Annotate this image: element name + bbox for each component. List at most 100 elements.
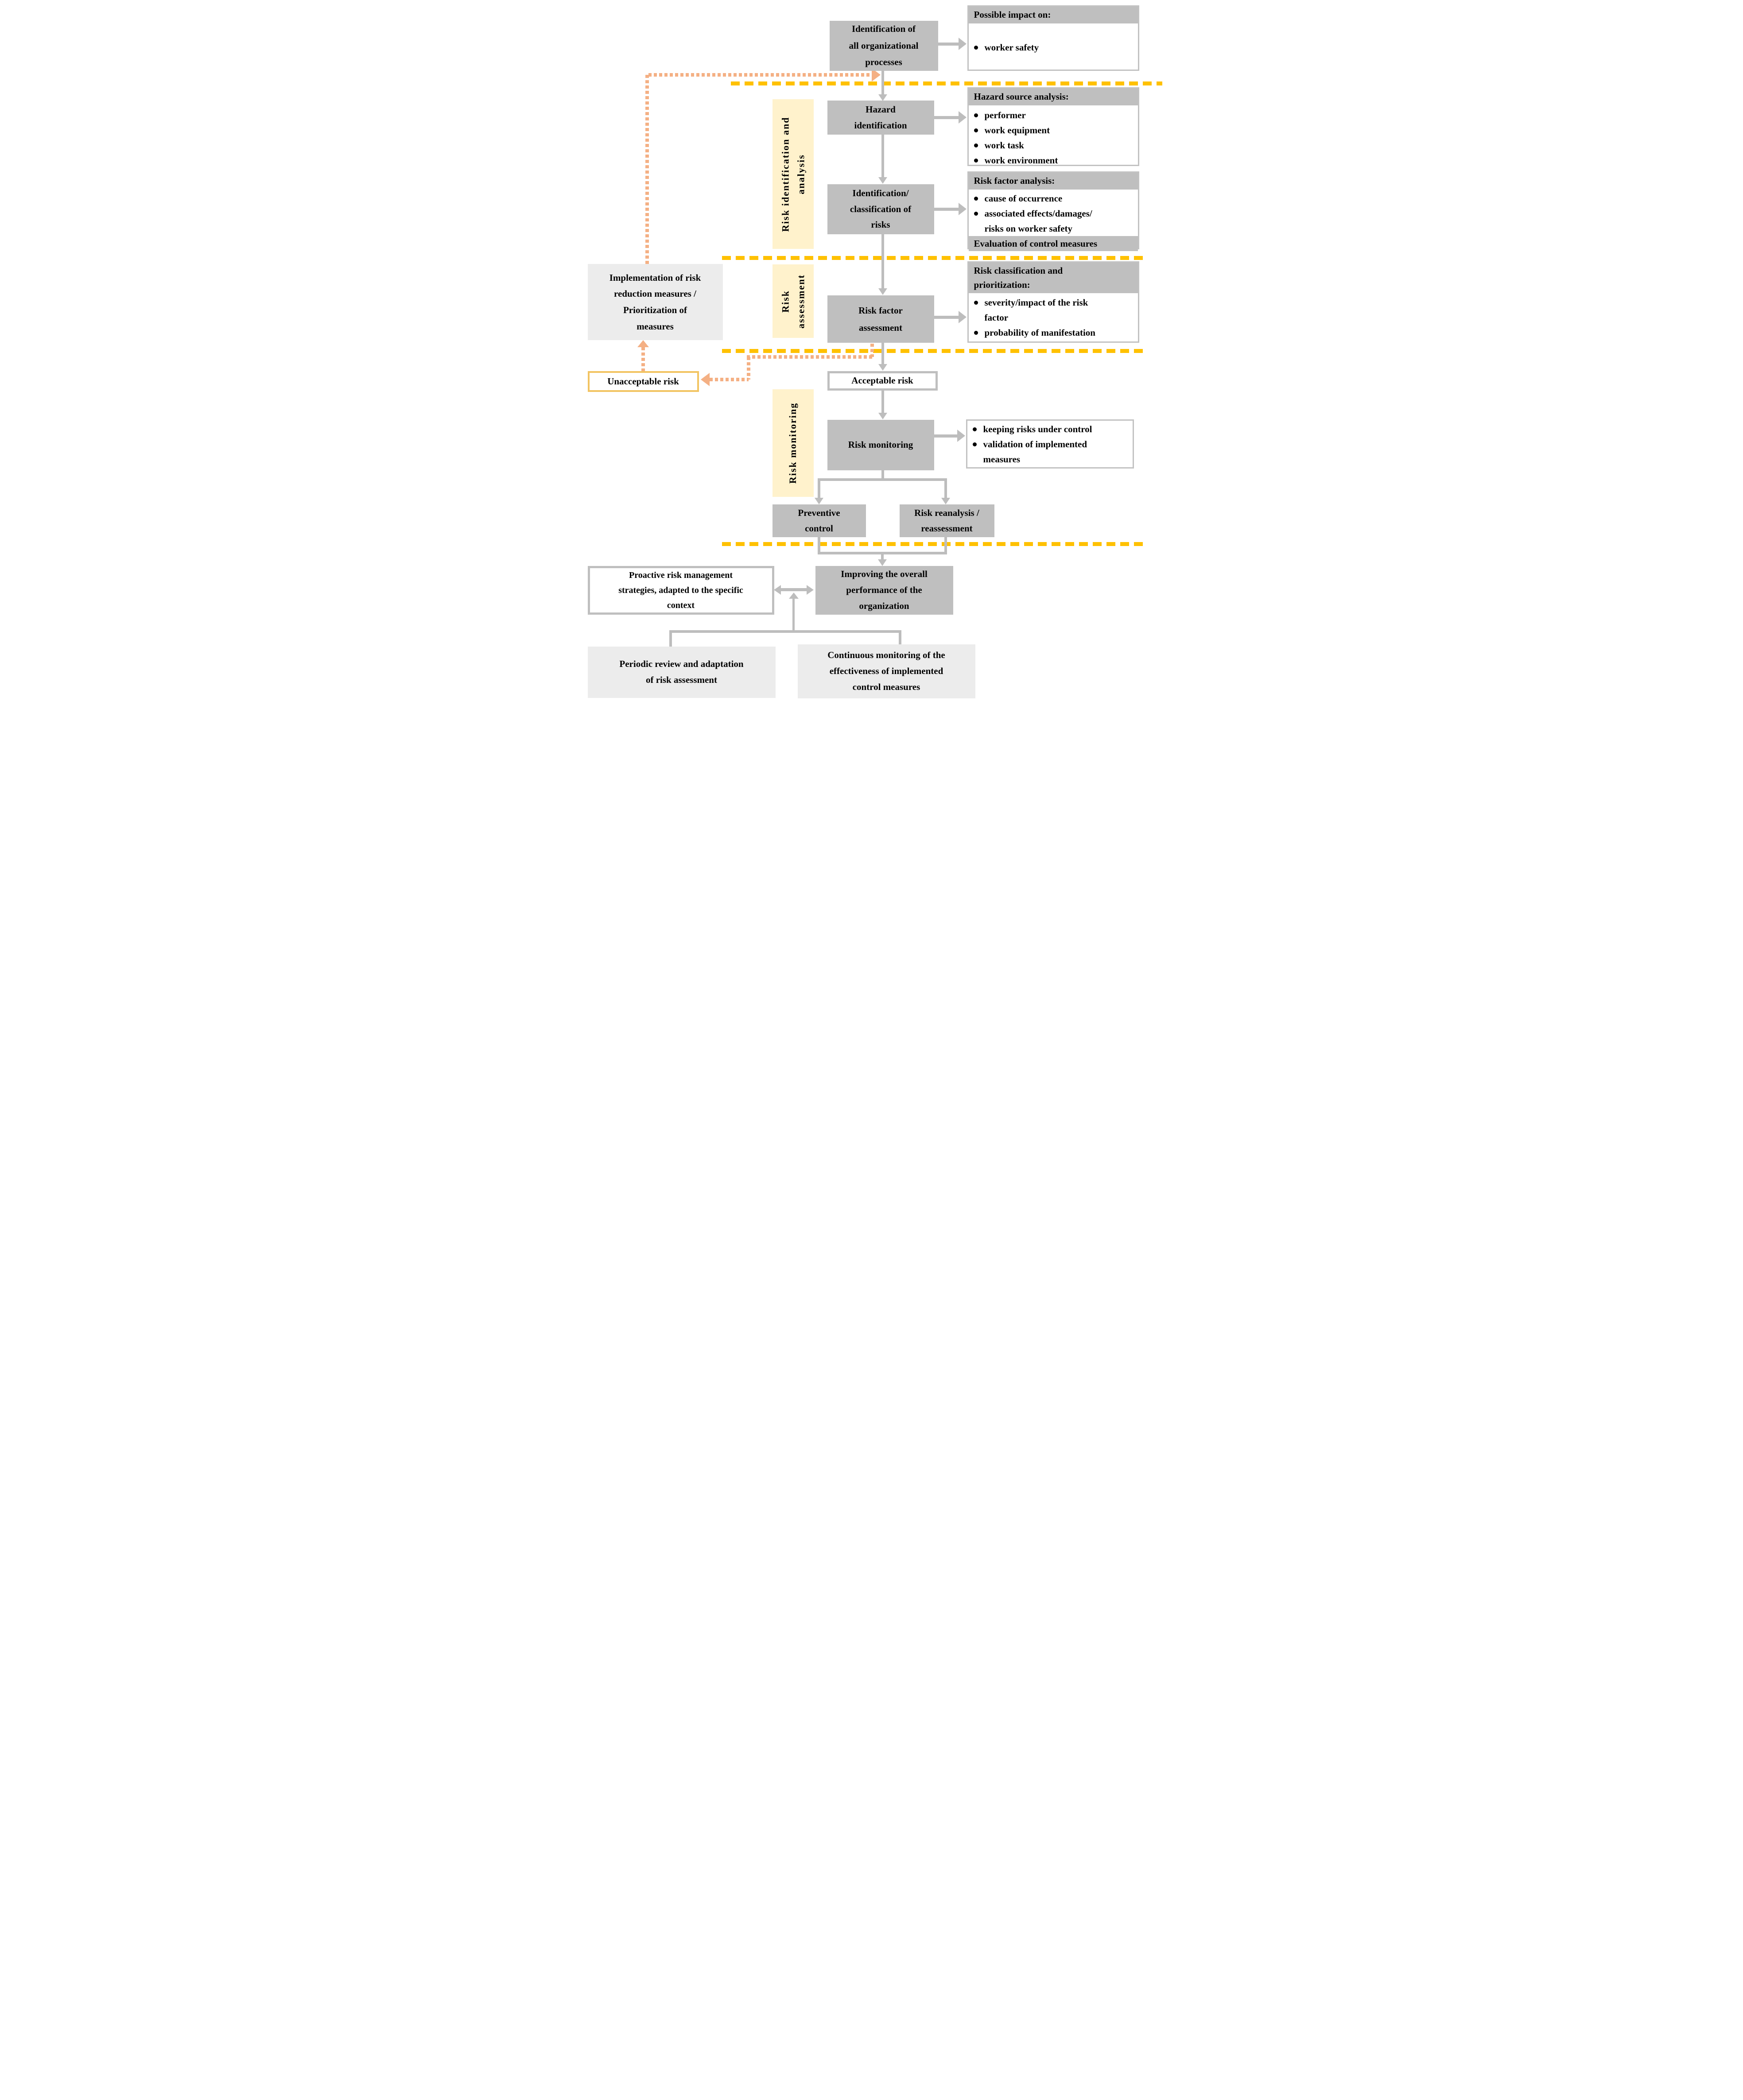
arrow-down-icon <box>941 498 950 504</box>
node-unacceptable-risk: Unacceptable risk <box>587 371 699 392</box>
bottom-cross-line <box>669 630 901 633</box>
node-identification-classification-of-risks: Identification/ classification of risks <box>827 184 934 234</box>
note-possible-impact-list: worker safety <box>969 40 1138 55</box>
list-item: work equipment <box>974 123 1134 138</box>
merge-stem-line <box>881 554 884 560</box>
phase-separator-3 <box>722 349 1143 353</box>
arrow-right-icon <box>806 585 814 595</box>
node-identification-of-processes: Identification of all organizational pro… <box>829 21 938 71</box>
arrow-right-icon <box>957 430 965 442</box>
list-item: validation of implemented measures <box>972 437 1129 467</box>
note-hazard-source-header: Hazard source analysis: <box>968 89 1138 105</box>
arrow-right-icon <box>958 38 967 50</box>
implementation-arrow-up-icon <box>637 340 649 347</box>
node-risk-factor-assessment: Risk factor assessment <box>827 295 934 343</box>
node-risk-reanalysis: Risk reanalysis / reassessment <box>899 504 994 537</box>
sidebar-label-risk-identification: Risk identification and analysis <box>780 116 806 232</box>
phase-separator-2 <box>722 256 1143 260</box>
node-implementation-of-measures: Implementation of risk reduction measure… <box>587 264 723 340</box>
split-stem-line <box>881 470 884 481</box>
unacceptable-path-segment-4 <box>709 378 749 381</box>
arrow-left-icon <box>773 585 781 595</box>
sidebar-band-risk-monitoring <box>772 389 814 497</box>
phase-separator-4 <box>722 542 1143 546</box>
node-proactive-strategies: Proactive risk management strategies, ad… <box>587 566 774 615</box>
arrow-down-icon <box>878 177 887 184</box>
list-item: performer <box>974 108 1134 123</box>
note-hazard-source-analysis: Hazard source analysis: performer work e… <box>967 87 1139 166</box>
flow-line-assessment-acceptable <box>881 343 884 364</box>
bullet-icon <box>974 158 978 163</box>
node-risk-monitoring: Risk monitoring <box>827 420 934 470</box>
note-risk-classification-list: severity/impact of the risk factor proba… <box>969 295 1138 340</box>
phase-separator-1 <box>730 81 1162 85</box>
bullet-icon <box>974 128 978 132</box>
bottom-left-stub <box>669 630 672 647</box>
note-hazard-source-list: performer work equipment work task work … <box>969 108 1138 168</box>
list-item: work environment <box>974 153 1134 168</box>
arrow-down-icon <box>878 288 887 295</box>
unacceptable-arrow-left-icon <box>700 373 710 386</box>
bullet-icon <box>974 46 978 50</box>
bullet-icon <box>974 113 978 117</box>
list-item: work task <box>974 138 1134 153</box>
sidebar-label-risk-assessment: Risk assessment <box>780 274 806 329</box>
arrow-right-icon <box>958 203 967 215</box>
arrow-down-icon <box>814 498 823 504</box>
arrow-down-icon <box>878 94 887 101</box>
note-possible-impact-header: Possible impact on: <box>968 7 1138 23</box>
node-continuous-monitoring: Continuous monitoring of the effectivene… <box>797 644 975 698</box>
node-improving-performance: Improving the overall performance of the… <box>815 566 953 615</box>
list-item: cause of occurrence <box>974 191 1134 206</box>
bullet-icon <box>974 196 978 201</box>
implementation-path-line <box>641 347 645 371</box>
bullet-icon <box>974 143 978 147</box>
flow-line-acceptable-monitoring <box>881 391 884 413</box>
arrow-up-icon <box>788 593 799 599</box>
sidebar-band-risk-assessment <box>772 264 814 338</box>
note-risk-classification: Risk classification and prioritization: … <box>967 261 1139 343</box>
risk-management-flowchart: Risk identification and analysis Risk as… <box>581 0 1162 700</box>
unacceptable-path-segment-1 <box>870 344 874 357</box>
note-monitoring-list: keeping risks under control validation o… <box>967 422 1133 467</box>
split-left-line <box>817 478 820 498</box>
annotation-arrow-shaft <box>934 316 959 319</box>
annotation-arrow-shaft <box>934 116 959 119</box>
note-risk-factor-list: cause of occurrence associated effects/d… <box>969 191 1138 236</box>
unacceptable-path-segment-3 <box>746 357 750 380</box>
node-periodic-review: Periodic review and adaptation of risk a… <box>587 647 776 698</box>
note-risk-classification-header: Risk classification and prioritization: <box>968 263 1138 293</box>
unacceptable-path-segment-2 <box>746 355 872 359</box>
feedback-arrow-right-icon <box>871 68 881 81</box>
arrow-down-icon <box>878 364 887 371</box>
bullet-icon <box>974 301 978 305</box>
arrow-down-icon <box>877 559 887 566</box>
bullet-icon <box>972 442 977 446</box>
split-cross-line <box>817 478 947 481</box>
sidebar-label-risk-monitoring: Risk monitoring <box>787 402 798 484</box>
list-item: worker safety <box>974 40 1134 55</box>
arrow-right-icon <box>958 111 967 124</box>
node-acceptable-risk: Acceptable risk <box>827 371 938 391</box>
flow-line-hazard-identclass <box>881 135 884 177</box>
note-risk-factor-analysis: Risk factor analysis: cause of occurrenc… <box>967 171 1139 251</box>
bullet-icon <box>974 331 978 335</box>
node-preventive-control: Preventive control <box>772 504 866 537</box>
list-item: keeping risks under control <box>972 422 1129 437</box>
flow-line-processes-hazard <box>881 71 884 94</box>
annotation-arrow-shaft <box>934 434 957 438</box>
bullet-icon <box>974 211 978 216</box>
annotation-arrow-shaft <box>934 208 959 211</box>
feedback-loop-horizontal-line <box>648 73 872 77</box>
sidebar-band-risk-identification <box>772 99 814 249</box>
note-possible-impact: Possible impact on: worker safety <box>967 5 1139 71</box>
node-hazard-identification: Hazard identification <box>827 101 934 135</box>
double-arrow-shaft <box>780 588 807 591</box>
note-monitoring-outcomes: keeping risks under control validation o… <box>966 419 1134 469</box>
note-risk-factor-footer: Evaluation of control measures <box>968 236 1138 251</box>
split-right-line <box>944 478 947 498</box>
annotation-arrow-shaft <box>938 43 959 46</box>
bottom-right-stub <box>898 630 901 644</box>
feedback-loop-vertical-line <box>645 75 649 264</box>
merge-left-line <box>817 537 820 554</box>
